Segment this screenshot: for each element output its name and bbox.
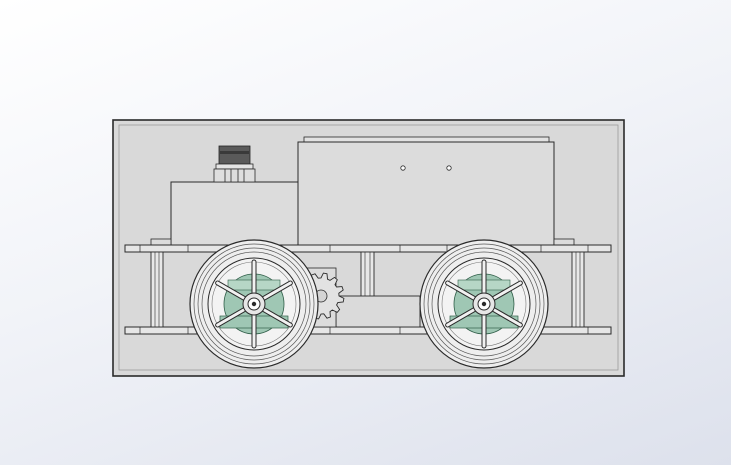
- box-hole-left: [400, 165, 406, 171]
- box-hole-right: [446, 165, 452, 171]
- body-step: [150, 238, 172, 246]
- top-rail: [124, 244, 612, 253]
- lower-body: [170, 181, 299, 246]
- front-wheel: [189, 239, 319, 369]
- body-step-right: [553, 238, 575, 246]
- post-right: [571, 251, 585, 328]
- chassis-panel-inner: [118, 124, 619, 371]
- rear-wheel: [419, 239, 549, 369]
- motor-block: [335, 295, 421, 328]
- lidar-sensor-icon: [213, 145, 256, 183]
- upper-box: [297, 141, 555, 246]
- upper-box-lid: [303, 136, 550, 143]
- post-left: [150, 251, 164, 328]
